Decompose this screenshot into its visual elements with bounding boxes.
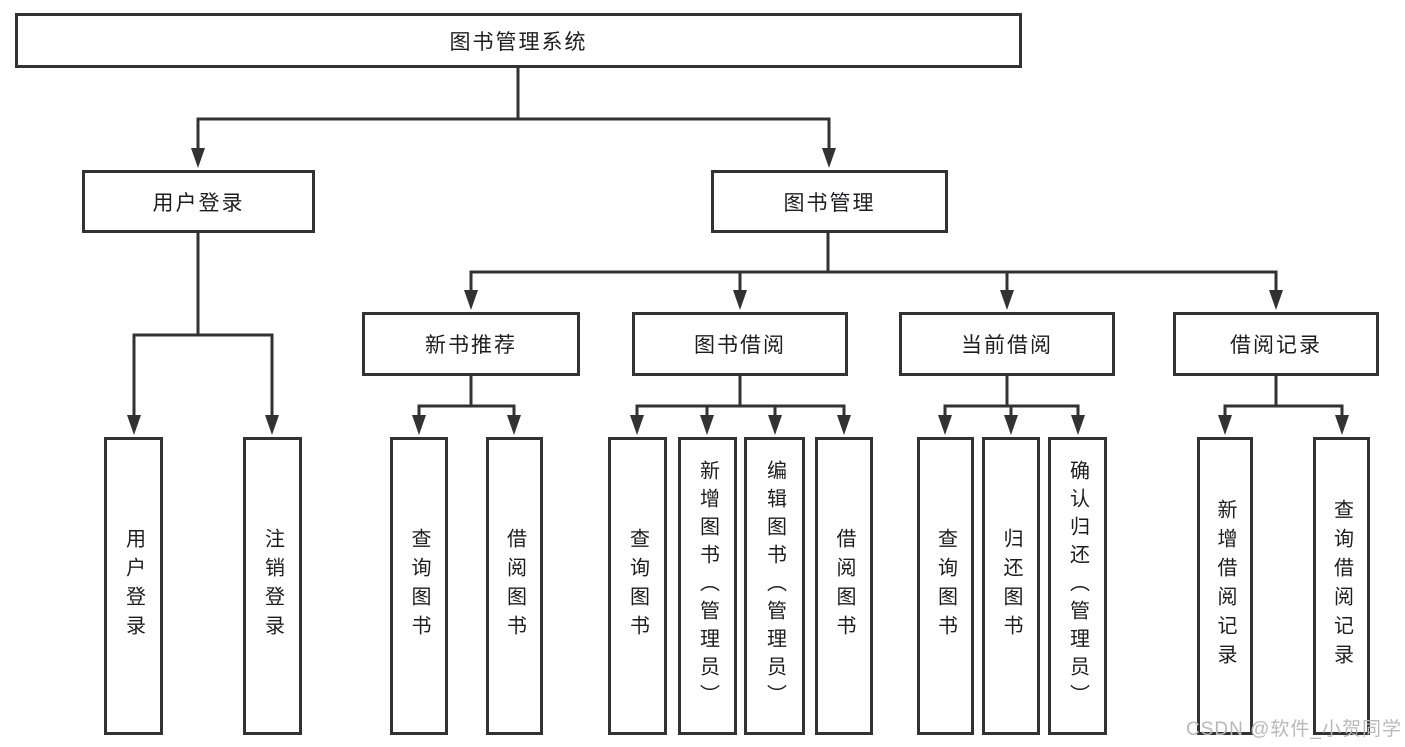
node-root-label: 图书管理系统	[449, 30, 588, 54]
node-new-book-recommend: 新书推荐	[362, 312, 580, 376]
leaf-return-books: 归还图书	[982, 437, 1040, 735]
leaf-query-books-current-label: 查询图书	[934, 528, 957, 644]
leaf-query-borrow-record: 查询借阅记录	[1313, 437, 1370, 735]
leaf-user-login: 用户登录	[104, 437, 163, 735]
node-new-book-recommend-label: 新书推荐	[425, 334, 517, 357]
leaf-confirm-return-admin-label: 确认归还（管理员）	[1066, 460, 1089, 712]
leaf-query-books-recommend-label: 查询图书	[408, 528, 430, 644]
leaf-add-borrow-record: 新增借阅记录	[1197, 437, 1253, 735]
node-current-borrowing: 当前借阅	[899, 312, 1115, 376]
leaf-query-books-recommend: 查询图书	[390, 437, 448, 735]
leaf-borrow-books-borrowing: 借阅图书	[815, 437, 873, 735]
node-book-management: 图书管理	[711, 170, 948, 233]
node-book-borrowing: 图书借阅	[632, 312, 848, 376]
leaf-edit-books-admin: 编辑图书（管理员）	[744, 437, 805, 735]
leaf-user-login-label: 用户登录	[122, 528, 145, 644]
leaf-query-books-borrowing: 查询图书	[608, 437, 667, 735]
leaf-borrow-books-recommend: 借阅图书	[486, 437, 543, 735]
leaf-edit-books-admin-label: 编辑图书（管理员）	[763, 460, 786, 712]
leaf-borrow-books-recommend-label: 借阅图书	[503, 528, 526, 644]
node-borrowing-records: 借阅记录	[1173, 312, 1379, 376]
node-borrowing-records-label: 借阅记录	[1230, 334, 1322, 357]
node-user-login: 用户登录	[82, 170, 315, 233]
leaf-add-books-admin: 新增图书（管理员）	[678, 437, 737, 735]
leaf-logout: 注销登录	[243, 437, 302, 735]
leaf-query-borrow-record-label: 查询借阅记录	[1330, 499, 1353, 673]
leaf-add-borrow-record-label: 新增借阅记录	[1214, 499, 1236, 673]
leaf-return-books-label: 归还图书	[1000, 528, 1022, 644]
node-root-library-system: 图书管理系统	[15, 13, 1022, 68]
leaf-logout-label: 注销登录	[261, 528, 284, 644]
leaf-borrow-books-borrowing-label: 借阅图书	[833, 528, 855, 644]
leaf-query-books-current: 查询图书	[917, 437, 974, 735]
node-user-login-label: 用户登录	[152, 191, 245, 215]
node-book-management-label: 图书管理	[783, 191, 876, 215]
node-current-borrowing-label: 当前借阅	[961, 334, 1053, 357]
leaf-add-books-admin-label: 新增图书（管理员）	[696, 460, 719, 712]
leaf-confirm-return-admin: 确认归还（管理员）	[1048, 437, 1107, 735]
leaf-query-books-borrowing-label: 查询图书	[626, 528, 649, 644]
node-book-borrowing-label: 图书借阅	[694, 334, 786, 357]
csdn-watermark: CSDN @软件_小贺同学	[1186, 719, 1402, 740]
